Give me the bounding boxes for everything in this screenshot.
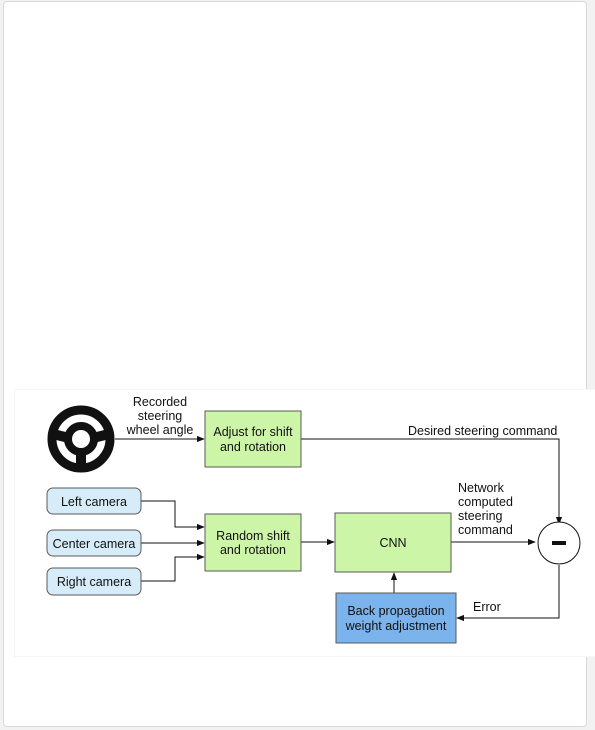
adjust-label-line1: Adjust for shift	[213, 425, 293, 439]
recorded-label-line3: wheel angle	[126, 423, 194, 437]
random-label-line2: and rotation	[220, 543, 286, 557]
backprop-label-line2: weight adjustment	[345, 619, 447, 633]
adjust-label-line2: and rotation	[220, 440, 286, 454]
backprop-label-line1: Back propagation	[347, 604, 444, 618]
network-label-line4: command	[458, 523, 513, 537]
error-label: Error	[473, 600, 501, 614]
training-diagram: Recorded steering wheel angle Adjust for…	[15, 390, 595, 656]
left-camera-arrow	[141, 500, 205, 531]
network-label-line3: steering	[458, 509, 503, 523]
cnn-box: CNN	[334, 512, 452, 573]
adjust-to-sum-arrow	[301, 438, 563, 525]
random-label-line1: Random shift	[216, 529, 290, 543]
minus-icon	[552, 541, 566, 545]
network-label-line1: Network	[458, 481, 505, 495]
error-arrow	[456, 565, 560, 622]
recorded-label-line1: Recorded	[133, 395, 187, 409]
right-camera-box: Right camera	[46, 567, 142, 596]
adjust-shift-rotation-box: Adjust for shift and rotation	[204, 410, 302, 468]
desired-command-label: Desired steering command	[408, 424, 557, 438]
center-camera-box: Center camera	[46, 529, 142, 557]
recorded-label-line2: steering	[138, 409, 183, 423]
backprop-box: Back propagation weight adjustment	[335, 592, 457, 644]
steering-wheel-icon	[47, 405, 115, 473]
random-shift-rotation-box: Random shift and rotation	[204, 513, 302, 572]
right-camera-label: Right camera	[57, 575, 131, 589]
right-camera-arrow	[141, 553, 205, 582]
subtract-junction	[537, 521, 581, 565]
network-label-line2: computed	[458, 495, 513, 509]
cnn-label: CNN	[379, 536, 406, 550]
left-camera-box: Left camera	[46, 487, 142, 515]
diagram-canvas: Recorded steering wheel angle Adjust for…	[46, 395, 581, 644]
left-camera-label: Left camera	[61, 495, 127, 509]
center-camera-label: Center camera	[53, 537, 136, 551]
